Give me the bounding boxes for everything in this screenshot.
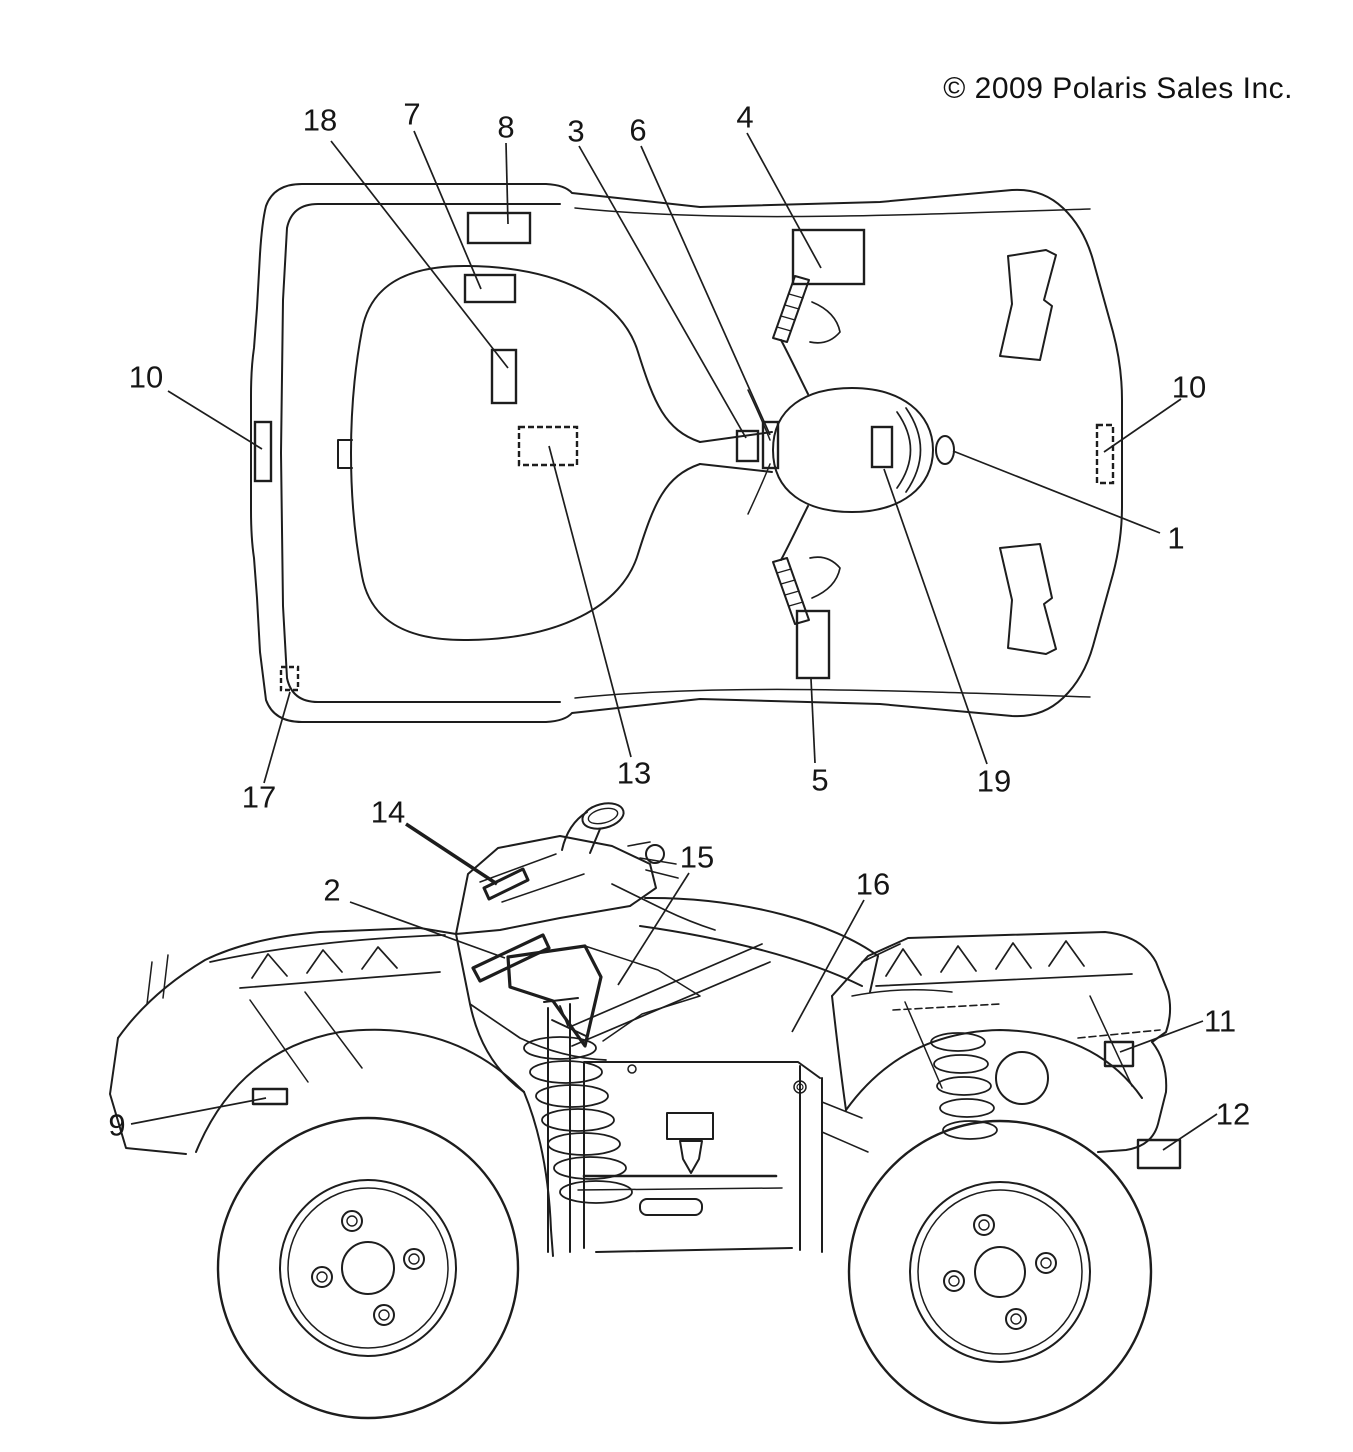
decal-11 [1103,1040,1135,1068]
callout-label-c10L: 10 [129,360,163,395]
decal-4 [791,228,866,286]
handlebar-pod [455,802,716,935]
leader-line-c2 [349,901,506,959]
callout-label-c10R: 10 [1172,370,1206,405]
callout-label-c18: 18 [303,103,337,138]
leader-line-c12 [1162,1113,1218,1151]
callout-label-c8: 8 [497,110,514,145]
leader-line-c10L [167,390,263,450]
decal-19 [870,425,894,469]
top-view-decals [253,211,1115,692]
decal-17 [279,665,300,692]
callout-label-c5: 5 [811,763,828,798]
leader-line-c3 [578,145,747,439]
decal-7 [463,273,517,304]
leader-line-c17 [263,691,291,784]
tank-star-decal [469,933,701,1061]
decal-18 [490,348,518,405]
leader-line-c1 [952,450,1161,534]
leader-line-c7 [413,130,482,290]
decal-12 [1136,1138,1182,1170]
decal-5 [795,609,831,680]
seat [639,896,879,993]
callout-label-c4: 4 [736,100,753,135]
decal-14 [482,867,530,901]
callout-annotations: 18 7 8 3 6 4 10 10 1 17 13 5 19 14 2 15 16 9 11 12 [108,97,1250,1151]
leader-line-c16 [791,899,865,1033]
callout-label-c1: 1 [1167,521,1184,556]
leader-line-c15 [617,872,690,986]
leader-line-c18 [330,140,509,369]
rear-wheel [847,1119,1153,1425]
decal-10-left [253,420,273,483]
leader-line-c5 [810,678,816,764]
leader-line-c6 [640,145,771,436]
leader-line-c11 [1119,1020,1204,1053]
callout-label-c19: 19 [977,764,1011,799]
callout-label-c17: 17 [242,780,276,815]
front-shock-spring [523,1005,633,1204]
footwell [543,943,869,1253]
callout-label-c12: 12 [1216,1097,1250,1132]
decal-2 [471,933,551,983]
leader-line-c9 [130,1097,267,1125]
side-view-vehicle [109,802,1182,1425]
leader-line-c19 [883,468,988,765]
callout-label-c6: 6 [629,113,646,148]
decal-3 [735,429,760,463]
decal-9 [251,1087,289,1106]
front-wheel [216,1116,520,1420]
decal-8 [466,211,532,245]
callout-label-c15: 15 [680,840,714,875]
callout-label-c13: 13 [617,756,651,791]
copyright-notice: © 2009 Polaris Sales Inc. [943,72,1293,105]
callout-label-c2: 2 [323,873,340,908]
leader-line-c14 [405,822,498,886]
front-fender [109,927,554,1257]
top-view-body-outline [250,183,1123,723]
callout-label-c14: 14 [371,795,405,830]
callout-label-c3: 3 [567,114,584,149]
decal-6 [761,420,780,470]
rear-shock-spring [930,1032,998,1140]
leader-line-c4 [746,132,822,269]
decal-13 [517,425,579,467]
callout-label-c7: 7 [403,97,420,132]
callout-label-c11: 11 [1204,1004,1236,1039]
leader-line-c13 [548,445,632,758]
decal-10-right [1095,423,1115,485]
side-view-decals [251,1040,1182,1170]
callout-label-c16: 16 [856,867,890,902]
callout-label-c9: 9 [108,1108,125,1143]
leader-line-c8 [505,142,509,225]
leader-line-c10R [1103,398,1182,453]
decal-target-1 [935,435,955,465]
